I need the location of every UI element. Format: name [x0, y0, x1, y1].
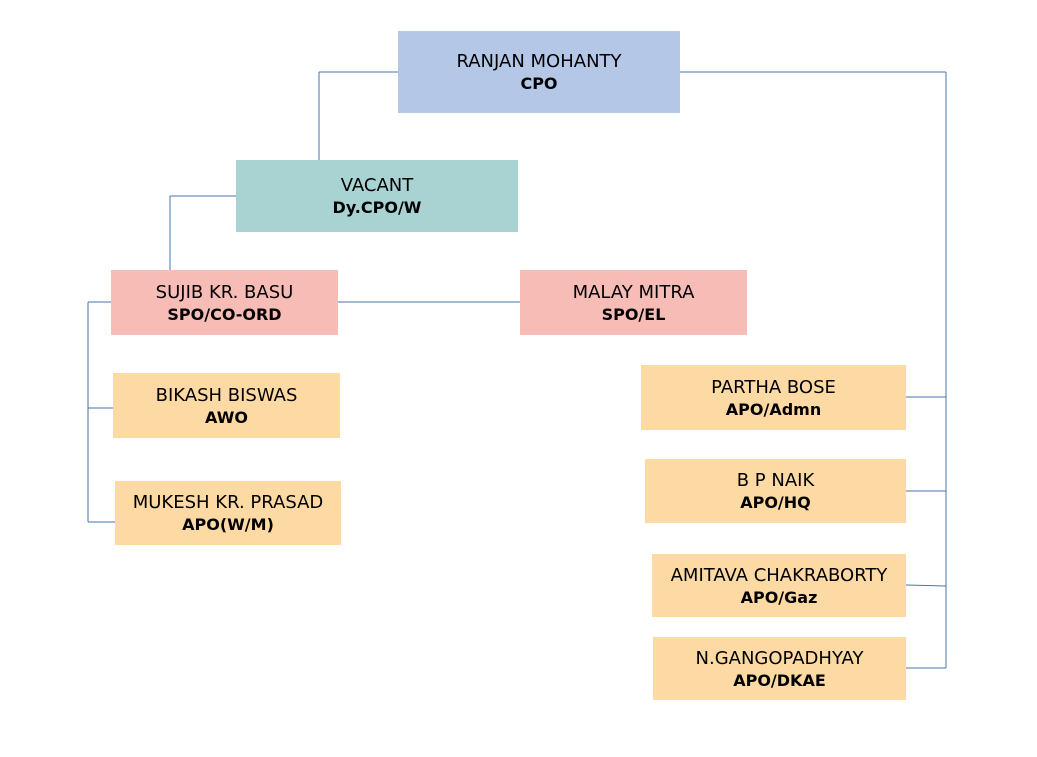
node-name: N.GANGOPADHYAY — [695, 647, 864, 669]
node-name: SUJIB KR. BASU — [155, 281, 294, 303]
node-name: PARTHA BOSE — [711, 376, 836, 398]
node-name: MALAY MITRA — [572, 281, 695, 303]
node-name: VACANT — [340, 175, 414, 196]
node-name: BIKASH BISWAS — [155, 384, 298, 406]
node-name: RANJAN MOHANTY — [456, 51, 622, 72]
org-node-spo-el: MALAY MITRA SPO/EL — [520, 270, 747, 335]
node-name: MUKESH KR. PRASAD — [132, 492, 324, 513]
node-role: APO/Gaz — [740, 587, 818, 607]
org-node-dy-cpo: VACANT Dy.CPO/W — [236, 160, 518, 232]
node-role: APO/Admn — [725, 399, 822, 419]
org-node-cpo: RANJAN MOHANTY CPO — [398, 31, 680, 113]
node-role: APO/HQ — [740, 493, 811, 512]
org-node-awo: BIKASH BISWAS AWO — [113, 373, 340, 438]
org-node-spo-coord: SUJIB KR. BASU SPO/CO-ORD — [111, 270, 338, 335]
org-node-apo-dkae: N.GANGOPADHYAY APO/DKAE — [653, 637, 906, 700]
connector-line — [905, 584, 947, 587]
node-name: AMITAVA CHAKRABORTY — [670, 564, 888, 586]
node-name: B P NAIK — [736, 470, 815, 491]
node-role: CPO — [520, 74, 558, 93]
org-node-apo-wm: MUKESH KR. PRASAD APO(W/M) — [115, 481, 341, 545]
node-role: Dy.CPO/W — [332, 198, 422, 217]
org-node-apo-gaz: AMITAVA CHAKRABORTY APO/Gaz — [652, 554, 906, 617]
node-role: APO(W/M) — [182, 515, 274, 534]
node-role: SPO/CO-ORD — [167, 304, 282, 324]
node-role: SPO/EL — [601, 304, 666, 324]
node-role: AWO — [205, 407, 248, 427]
org-node-apo-hq: B P NAIK APO/HQ — [645, 459, 906, 523]
node-role: APO/DKAE — [733, 670, 826, 690]
org-node-apo-admn: PARTHA BOSE APO/Admn — [641, 365, 906, 430]
